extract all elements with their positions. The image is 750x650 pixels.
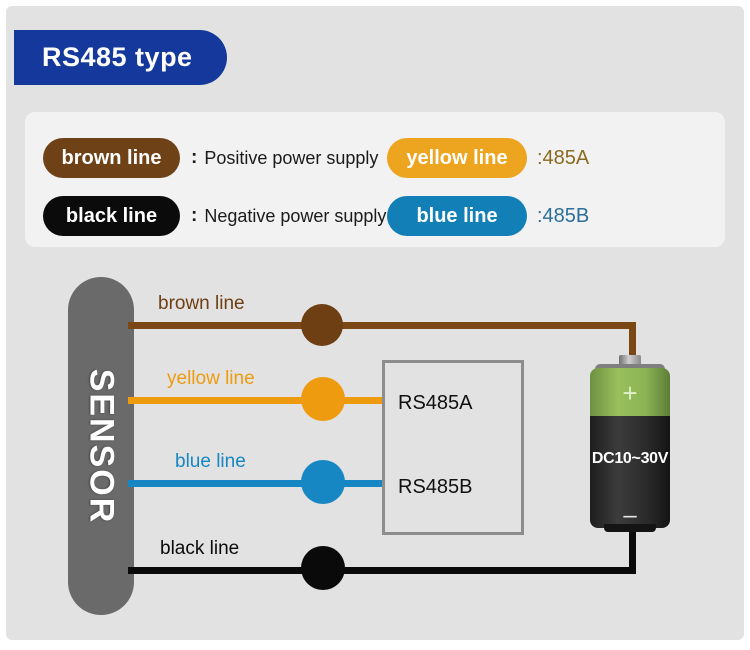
- legend-code-485b: :485B: [537, 204, 590, 227]
- legend-row: black line : Negative power supply blue …: [25, 194, 725, 238]
- legend-row: brown line : Positive power supply yello…: [25, 136, 725, 180]
- legend-description-brown: Positive power supply: [204, 147, 379, 168]
- page-title: RS485 type: [42, 42, 193, 72]
- legend-left-group: black line : Negative power supply: [25, 196, 387, 236]
- legend-left-group: brown line : Positive power supply: [25, 138, 387, 178]
- legend-pill-black-line: black line: [43, 196, 180, 236]
- legend-separator: :: [191, 205, 198, 226]
- legend-right-group: blue line :485B: [387, 196, 589, 236]
- legend-code-485a: :485A: [537, 146, 590, 169]
- legend-pill-blue-line: blue line: [387, 196, 527, 236]
- page-background: [6, 6, 744, 640]
- legend-description-black: Negative power supply: [204, 205, 387, 226]
- legend-card: brown line : Positive power supply yello…: [25, 112, 725, 247]
- legend-pill-yellow-line: yellow line: [387, 138, 527, 178]
- legend-separator: :: [191, 147, 198, 168]
- page-title-tag: RS485 type: [14, 30, 227, 85]
- legend-pill-brown-line: brown line: [43, 138, 180, 178]
- legend-right-group: yellow line :485A: [387, 138, 589, 178]
